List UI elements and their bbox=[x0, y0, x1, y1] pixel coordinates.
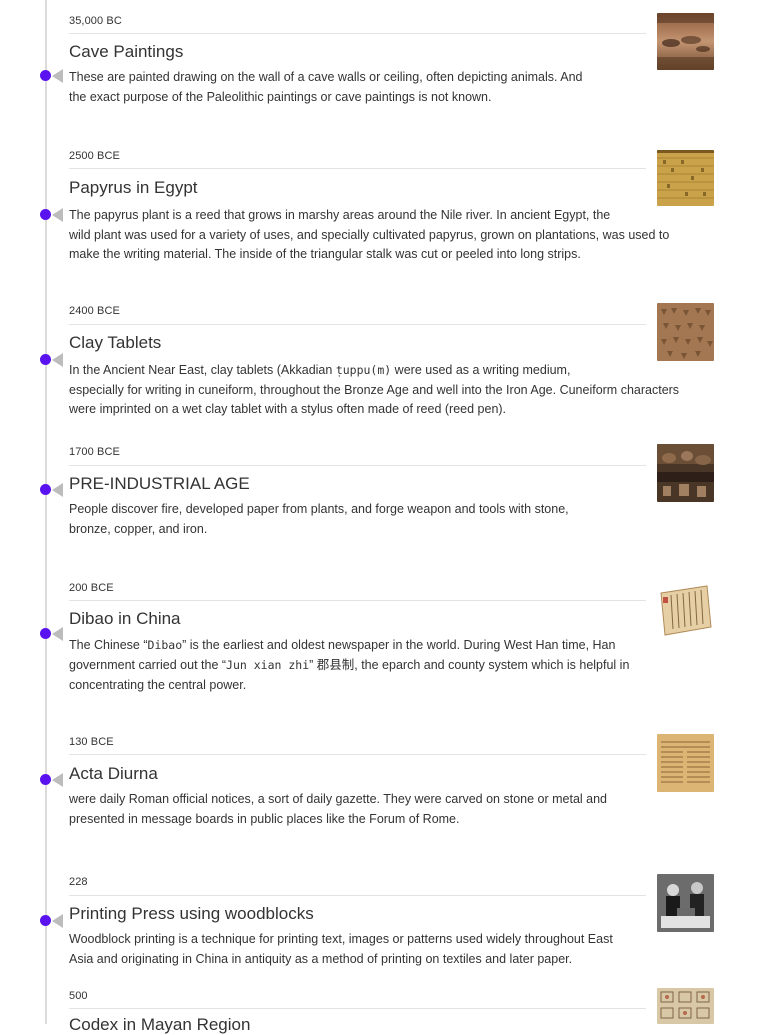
timeline-dot bbox=[40, 484, 51, 495]
divider bbox=[69, 465, 646, 466]
event-title[interactable]: Printing Press using woodblocks bbox=[69, 904, 314, 923]
woodblock-printing-image[interactable] bbox=[657, 874, 714, 932]
timeline-dot bbox=[40, 628, 51, 639]
timeline-marker[interactable] bbox=[39, 353, 67, 367]
acta-diurna-image[interactable] bbox=[657, 734, 714, 792]
pointer-arrow bbox=[52, 914, 63, 928]
desc-line: were used as a writing medium, bbox=[391, 363, 571, 377]
timeline-marker[interactable] bbox=[39, 483, 67, 497]
divider bbox=[69, 168, 646, 169]
event-date: 500 bbox=[69, 990, 88, 1002]
divider bbox=[69, 324, 646, 325]
dibao-term: Dibao bbox=[147, 638, 183, 652]
desc-line: People discover fire, developed paper fr… bbox=[69, 502, 569, 516]
desc-line: wild plant was used for a variety of use… bbox=[69, 227, 670, 242]
timeline-dot bbox=[40, 915, 51, 926]
event-date: 35,000 BC bbox=[69, 15, 122, 27]
timeline-dot bbox=[40, 774, 51, 785]
event-description: People discover fire, developed paper fr… bbox=[69, 500, 569, 539]
event-date: 200 BCE bbox=[69, 582, 114, 594]
desc-line: These are painted drawing on the wall of… bbox=[69, 70, 583, 84]
divider bbox=[69, 895, 646, 896]
desc-line: were daily Roman official notices, a sor… bbox=[69, 792, 608, 806]
event-date: 130 BCE bbox=[69, 736, 114, 748]
divider bbox=[69, 600, 646, 601]
pointer-arrow bbox=[52, 773, 63, 787]
timeline-dot bbox=[40, 70, 51, 81]
desc-line: concentrating the central power. bbox=[69, 678, 247, 692]
event-date: 228 bbox=[69, 876, 88, 888]
pointer-arrow bbox=[52, 483, 63, 497]
mayan-codex-image[interactable] bbox=[657, 988, 714, 1024]
event-date: 1700 BCE bbox=[69, 446, 120, 458]
desc-line: ” 郡县制, the eparch and county system whic… bbox=[309, 658, 630, 672]
event-date: 2400 BCE bbox=[69, 305, 120, 317]
pointer-arrow bbox=[52, 69, 63, 83]
event-title[interactable]: PRE-INDUSTRIAL AGE bbox=[69, 474, 250, 493]
event-title[interactable]: Dibao in China bbox=[69, 609, 181, 628]
timeline-marker[interactable] bbox=[39, 208, 67, 222]
event-description: Woodblock printing is a technique for pr… bbox=[69, 930, 613, 969]
timeline-marker[interactable] bbox=[39, 914, 67, 928]
desc-line: make the writing material. The inside of… bbox=[69, 247, 581, 261]
desc-line: bronze, copper, and iron. bbox=[69, 521, 208, 536]
desc-line: Woodblock printing is a technique for pr… bbox=[69, 932, 613, 946]
desc-line: Asia and originating in China in antiqui… bbox=[69, 951, 573, 966]
event-title[interactable]: Acta Diurna bbox=[69, 764, 158, 783]
pointer-arrow bbox=[52, 353, 63, 367]
event-title[interactable]: Cave Paintings bbox=[69, 42, 184, 61]
pointer-arrow bbox=[52, 208, 63, 222]
event-date: 2500 BCE bbox=[69, 150, 120, 162]
divider bbox=[69, 754, 646, 755]
divider bbox=[69, 33, 646, 34]
pre-industrial-image[interactable] bbox=[657, 444, 714, 502]
event-description: The papyrus plant is a reed that grows i… bbox=[69, 206, 669, 265]
timeline-dot bbox=[40, 209, 51, 220]
event-description: were daily Roman official notices, a sor… bbox=[69, 790, 607, 829]
dibao-scroll-image[interactable] bbox=[657, 583, 714, 637]
desc-line: In the Ancient Near East, clay tablets (… bbox=[69, 363, 336, 377]
event-title[interactable]: Clay Tablets bbox=[69, 333, 162, 352]
divider bbox=[69, 1008, 646, 1009]
desc-line: the exact purpose of the Paleolithic pai… bbox=[69, 89, 492, 104]
desc-line: especially for writing in cuneiform, thr… bbox=[69, 382, 680, 397]
event-title[interactable]: Codex in Mayan Region bbox=[69, 1015, 251, 1034]
desc-line: presented in message boards in public pl… bbox=[69, 811, 460, 826]
pointer-arrow bbox=[52, 627, 63, 641]
event-title[interactable]: Papyrus in Egypt bbox=[69, 178, 198, 197]
timeline-dot bbox=[40, 354, 51, 365]
timeline-marker[interactable] bbox=[39, 69, 67, 83]
clay-tablet-image[interactable] bbox=[657, 303, 714, 361]
event-description: These are painted drawing on the wall of… bbox=[69, 68, 583, 107]
desc-line: were imprinted on a wet clay tablet with… bbox=[69, 402, 507, 416]
desc-line: ” is the earliest and oldest newspaper i… bbox=[182, 638, 616, 652]
desc-line: government carried out the “ bbox=[69, 658, 227, 672]
timeline-line bbox=[45, 0, 47, 1024]
cave-painting-image[interactable] bbox=[657, 13, 714, 70]
desc-line: The Chinese “ bbox=[69, 638, 148, 652]
event-description: The Chinese “Dibao” is the earliest and … bbox=[69, 635, 629, 695]
desc-line: The papyrus plant is a reed that grows i… bbox=[69, 208, 611, 222]
papyrus-image[interactable] bbox=[657, 150, 714, 206]
event-description: In the Ancient Near East, clay tablets (… bbox=[69, 361, 679, 420]
timeline-marker[interactable] bbox=[39, 627, 67, 641]
timeline-marker[interactable] bbox=[39, 773, 67, 787]
jun-xian-zhi-term: Jun xian zhi bbox=[226, 658, 310, 672]
akkadian-term: ṭuppu(m) bbox=[335, 363, 392, 377]
